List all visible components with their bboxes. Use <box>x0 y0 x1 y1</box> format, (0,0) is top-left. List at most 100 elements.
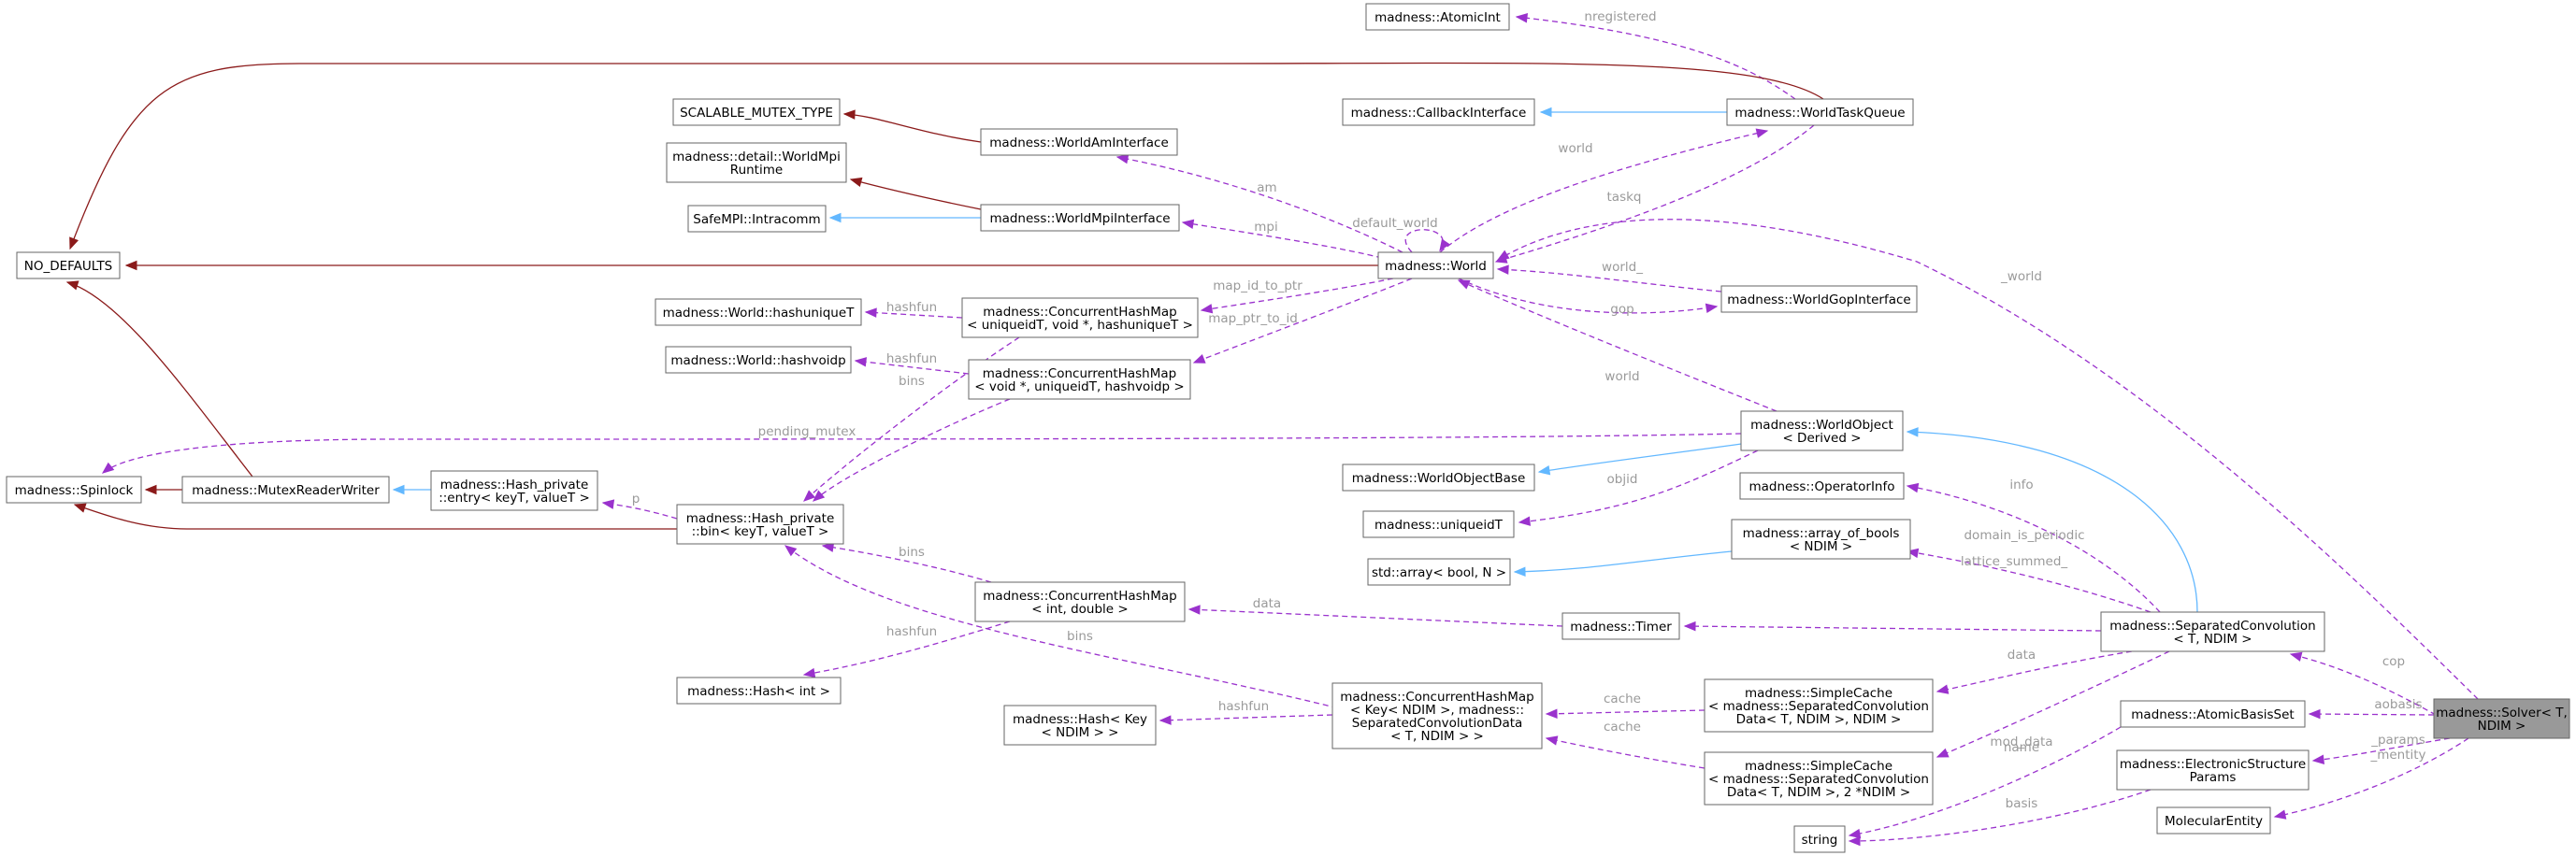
class-node-worldaminterface[interactable]: madness::WorldAmInterface <box>980 128 1178 156</box>
node-label: < madness::SeparatedConvolution <box>1708 772 1929 787</box>
edge-line <box>1936 650 2133 692</box>
class-node-safempi[interactable]: SafeMPI::Intracomm <box>687 205 827 233</box>
edge-line <box>2309 713 2435 716</box>
node-box <box>1362 510 1515 538</box>
class-node-stdarray[interactable]: std::array< bool, N > <box>1367 558 1511 586</box>
node-label: madness::ConcurrentHashMap <box>983 366 1176 381</box>
node-box <box>672 98 841 126</box>
node-box <box>1342 98 1535 126</box>
node-label: madness::ConcurrentHashMap <box>983 589 1176 604</box>
edge-line <box>1188 608 1563 627</box>
edge-hashbin-to-hashentry <box>601 499 678 520</box>
node-box <box>2156 806 2271 835</box>
class-node-nodefaults[interactable]: NO_DEFAULTS <box>16 251 121 279</box>
edge-world-to-worldtaskqueue <box>1439 128 1769 253</box>
arrowhead <box>821 542 835 552</box>
node-label: MolecularEntity <box>2165 814 2263 829</box>
class-node-chm4[interactable]: madness::ConcurrentHashMap< Key< NDIM >,… <box>1331 682 1543 749</box>
class-node-spinlock[interactable]: madness::Spinlock <box>6 476 142 504</box>
class-node-mutexrw[interactable]: madness::MutexReaderWriter <box>181 476 390 504</box>
node-box <box>2100 611 2325 652</box>
class-node-hashuniqueT[interactable]: madness::World::hashuniqueT <box>655 298 862 326</box>
class-node-callback[interactable]: madness::CallbackInterface <box>1342 98 1535 126</box>
class-node-worldmpiinterface[interactable]: madness::WorldMpiInterface <box>980 204 1180 232</box>
node-label: madness::Hash< Key <box>1013 712 1147 727</box>
node-label: madness::World::hashvoidp <box>670 353 845 368</box>
edge-simplecache1-to-chm4 <box>1545 708 1705 719</box>
node-label: madness::SeparatedConvolution <box>2109 619 2315 634</box>
edge-label: mpi <box>1254 220 1277 235</box>
node-box <box>1365 3 1510 31</box>
class-node-worldobjectbase[interactable]: madness::WorldObjectBase <box>1342 464 1535 492</box>
edge-mutexrw-to-spinlock <box>144 484 182 495</box>
edge-label: world <box>1558 141 1592 156</box>
class-node-simplecache1[interactable]: madness::SimpleCache< madness::Separated… <box>1704 678 1934 733</box>
class-node-worldobject[interactable]: madness::WorldObject< Derived > <box>1740 410 1904 451</box>
arrowhead <box>1496 264 1509 275</box>
edge-label: data <box>2008 648 2036 663</box>
class-node-molentity[interactable]: MolecularEntity <box>2156 806 2271 835</box>
class-node-worldgop[interactable]: madness::WorldGopInterface <box>1720 285 1918 313</box>
class-node-hashbin[interactable]: madness::Hash_private::bin< keyT, valueT… <box>676 504 844 545</box>
class-node-atomicbasis[interactable]: madness::AtomicBasisSet <box>2120 700 2306 728</box>
edge-label: world <box>1605 369 1639 384</box>
class-node-worldtaskqueue[interactable]: madness::WorldTaskQueue <box>1726 98 1914 126</box>
class-node-scalable[interactable]: SCALABLE_MUTEX_TYPE <box>672 98 841 126</box>
edge-line <box>855 360 970 375</box>
arrowhead <box>1515 13 1529 23</box>
class-node-solver[interactable]: madness::Solver< T,NDIM > <box>2433 698 2570 739</box>
edge-worldtaskqueue-to-atomicint <box>1515 13 1796 100</box>
edge-label: info <box>2009 478 2033 492</box>
class-node-string[interactable]: string <box>1793 825 1846 853</box>
edge-sepconv-to-timer <box>1683 621 2102 632</box>
class-node-arrayofbools[interactable]: madness::array_of_bools< NDIM > <box>1731 519 1911 560</box>
node-box <box>666 142 847 183</box>
edge-line <box>813 398 1011 502</box>
node-box <box>1720 285 1918 313</box>
class-node-simplecache2[interactable]: madness::SimpleCache< madness::Separated… <box>1704 751 1934 806</box>
class-node-atomicint[interactable]: madness::AtomicInt <box>1365 3 1510 31</box>
class-node-sepconv[interactable]: madness::SeparatedConvolution< T, NDIM > <box>2100 611 2325 652</box>
class-node-hashint[interactable]: madness::Hash< int > <box>676 677 842 705</box>
node-label: < uniqueidT, void *, hashuniqueT > <box>967 318 1193 333</box>
arrowhead <box>2273 809 2287 820</box>
edge-label: mod_data <box>1990 735 2052 749</box>
edge-label: map_id_to_ptr <box>1213 278 1302 293</box>
node-label: Params <box>2190 770 2237 785</box>
class-node-chm1[interactable]: madness::ConcurrentHashMap< uniqueidT, v… <box>961 297 1199 338</box>
node-label: madness::ElectronicStructure <box>2120 757 2306 772</box>
edge-label: am <box>1257 180 1276 195</box>
arrowhead <box>73 503 87 513</box>
edge-line <box>1458 278 1718 314</box>
class-node-chm2[interactable]: madness::ConcurrentHashMap< void *, uniq… <box>968 359 1191 400</box>
class-node-uniqueidT[interactable]: madness::uniqueidT <box>1362 510 1515 538</box>
edge-label: hashfun <box>886 300 937 315</box>
node-label: < Key< NDIM >, madness:: <box>1350 703 1524 718</box>
class-node-chm3[interactable]: madness::ConcurrentHashMap< int, double … <box>974 581 1186 622</box>
class-node-operatorinfo[interactable]: madness::OperatorInfo <box>1739 472 1905 500</box>
class-node-timer[interactable]: madness::Timer <box>1561 612 1680 640</box>
arrowhead <box>1115 154 1130 164</box>
class-node-hashvoidp[interactable]: madness::World::hashvoidp <box>665 346 852 374</box>
arrowhead <box>1683 621 1696 632</box>
arrowhead <box>864 307 877 318</box>
arrowhead <box>1187 605 1201 615</box>
class-node-hashentry[interactable]: madness::Hash_private::entry< keyT, valu… <box>430 470 598 511</box>
edge-line <box>1907 431 2198 613</box>
class-node-world[interactable]: madness::World <box>1377 251 1494 279</box>
edge-label: basis <box>2006 796 2038 811</box>
arrowhead <box>69 236 79 250</box>
arrowhead <box>1496 250 1510 261</box>
node-label: madness::WorldObject <box>1750 418 1893 433</box>
class-node-hashkey[interactable]: madness::Hash< Key< NDIM > > <box>1003 705 1157 746</box>
edge-sepconv-to-operatorinfo <box>1906 482 2161 613</box>
arrowhead <box>813 490 826 502</box>
edge-line <box>803 621 1011 676</box>
edge-line <box>784 545 1347 711</box>
node-box <box>2116 749 2310 791</box>
node-label: madness::ConcurrentHashMap <box>983 305 1176 320</box>
node-box <box>6 476 142 504</box>
